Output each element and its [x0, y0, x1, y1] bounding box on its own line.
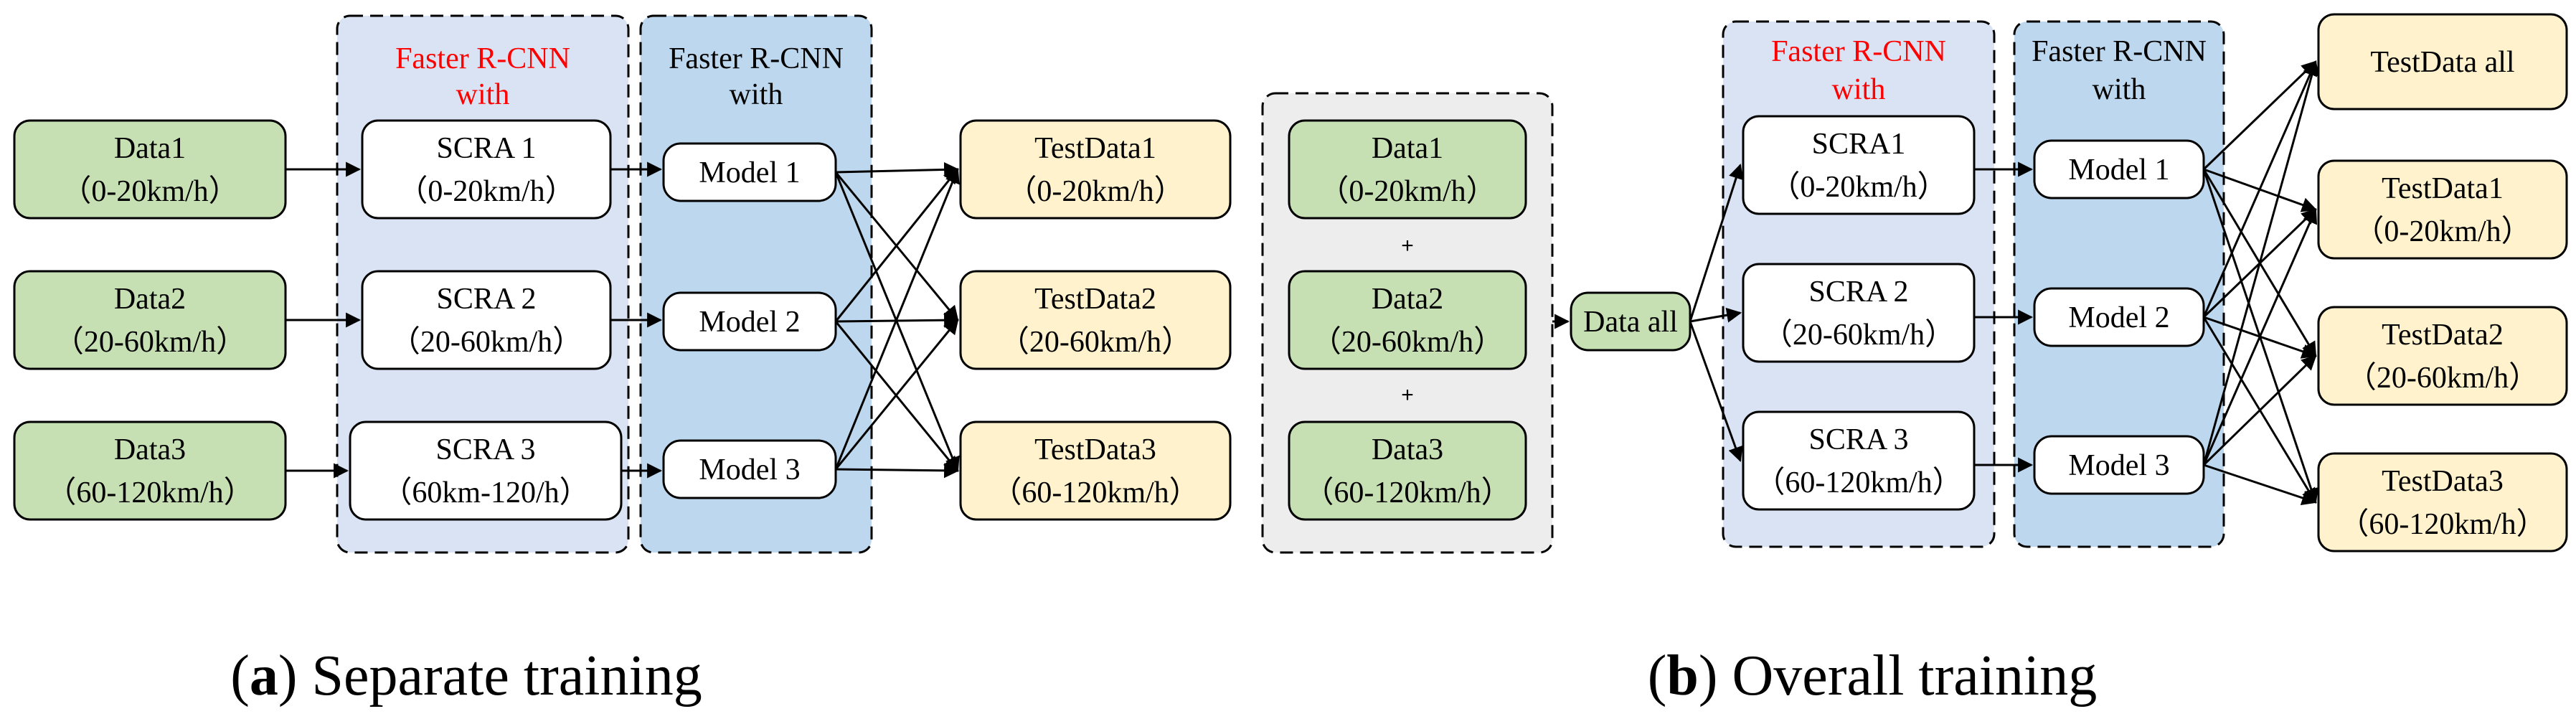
model-header-a-line2: with — [730, 78, 783, 111]
model2-b: Model 2 — [2033, 287, 2205, 347]
test-range: （0-20km/h） — [2354, 215, 2531, 248]
test-name: TestData2 — [2382, 319, 2504, 352]
input-data1-a: Data1 （0-20km/h） — [13, 119, 287, 220]
test-name: TestData1 — [2382, 172, 2504, 205]
data-all-node: Data all — [1570, 291, 1692, 352]
test3-a: TestData3 （60-120km/h） — [959, 420, 1232, 521]
test1-a: TestData1 （0-20km/h） — [959, 119, 1232, 220]
scra-range: （0-20km/h） — [1770, 171, 1947, 204]
test3-b: TestData3 （60-120km/h） — [2317, 452, 2568, 553]
input-name: Data3 — [114, 433, 186, 466]
caption-b: (b) Overall training — [1648, 644, 2098, 707]
scra1-a: SCRA 1 （0-20km/h） — [361, 119, 612, 220]
scra-range: （20-60km/h） — [1763, 319, 1955, 352]
scra3-a: SCRA 3 （60km-120/h） — [349, 420, 623, 521]
scra-range: （0-20km/h） — [397, 175, 575, 208]
merge-data2-b: Data2 （20-60km/h） — [1288, 270, 1527, 370]
panel-b: Data1 （0-20km/h） + Data2 （20-60km/h） + D… — [1261, 13, 2568, 707]
model-label: Model 1 — [699, 156, 800, 189]
test-all-b: TestData all — [2317, 13, 2568, 111]
merge-range: （60-120km/h） — [1303, 476, 1511, 509]
merge-range: （20-60km/h） — [1311, 326, 1504, 359]
caption-a: (a) Separate training — [230, 644, 702, 707]
input-name: Data1 — [114, 132, 186, 165]
scra-name: SCRA 2 — [437, 283, 537, 316]
input-range: （0-20km/h） — [61, 175, 238, 208]
scra-header-b-line1: Faster R-CNN — [1771, 35, 1946, 68]
model3-b: Model 3 — [2033, 435, 2205, 495]
model-label: Model 1 — [2068, 154, 2169, 187]
merge-data3-b: Data3 （60-120km/h） — [1288, 420, 1527, 521]
merge-data1-b: Data1 （0-20km/h） — [1288, 119, 1527, 220]
scra-name: SCRA 3 — [436, 433, 536, 466]
model-header-a-line1: Faster R-CNN — [669, 42, 844, 75]
test1-b: TestData1 （0-20km/h） — [2317, 159, 2568, 260]
test-name: TestData3 — [2382, 465, 2504, 498]
test-name: TestData3 — [1034, 433, 1156, 466]
scra-name: SCRA 1 — [437, 132, 537, 165]
input-range: （20-60km/h） — [54, 326, 246, 359]
merge-range: （0-20km/h） — [1318, 175, 1496, 208]
model1-b: Model 1 — [2033, 139, 2205, 199]
edges-a — [286, 161, 960, 479]
scra3-b: SCRA 3 （60-120km/h） — [1742, 410, 1976, 511]
plus-sign-2: + — [1401, 383, 1414, 407]
scra-name: SCRA1 — [1812, 128, 1906, 161]
scra-range: （60-120km/h） — [1755, 466, 1962, 499]
data-all-label: Data all — [1583, 306, 1678, 339]
scra-header-a-line2: with — [456, 78, 510, 111]
test-name: TestData1 — [1034, 132, 1156, 165]
plus-sign-1: + — [1401, 234, 1414, 258]
merge-name: Data3 — [1372, 433, 1443, 466]
model-header-b-line2: with — [2093, 73, 2146, 106]
model-label: Model 3 — [2068, 449, 2169, 482]
scra2-b: SCRA 2 （20-60km/h） — [1742, 263, 1976, 363]
test-all-label: TestData all — [2370, 46, 2514, 79]
merge-name: Data2 — [1372, 283, 1443, 316]
model-label: Model 2 — [2068, 301, 2169, 334]
test-range: （20-60km/h） — [999, 326, 1192, 359]
scra-range: （60km-120/h） — [382, 476, 589, 509]
scra-name: SCRA 3 — [1809, 423, 1909, 456]
model1-a: Model 1 — [662, 142, 837, 202]
test-range: （0-20km/h） — [1006, 175, 1184, 208]
scra2-a: SCRA 2 （20-60km/h） — [361, 270, 612, 370]
test2-a: TestData2 （20-60km/h） — [959, 270, 1232, 370]
model-label: Model 3 — [699, 453, 800, 486]
model-header-b-line1: Faster R-CNN — [2032, 35, 2207, 68]
test2-b: TestData2 （20-60km/h） — [2317, 306, 2568, 406]
model-label: Model 2 — [699, 306, 800, 339]
input-name: Data2 — [114, 283, 186, 316]
test-name: TestData2 — [1034, 283, 1156, 316]
scra1-b: SCRA1 （0-20km/h） — [1742, 115, 1976, 215]
scra-name: SCRA 2 — [1809, 276, 1909, 309]
test-range: （60-120km/h） — [991, 476, 1199, 509]
input-data3-a: Data3 （60-120km/h） — [13, 420, 287, 521]
test-range: （20-60km/h） — [2346, 362, 2539, 395]
merge-name: Data1 — [1372, 132, 1443, 165]
panel-a: Faster R-CNN with Faster R-CNN with Data… — [13, 14, 1232, 707]
model2-a: Model 2 — [662, 291, 837, 352]
test-range: （60-120km/h） — [2339, 508, 2546, 541]
edges-b — [1552, 60, 2320, 505]
scra-header-b-line2: with — [1832, 73, 1886, 106]
scra-range: （20-60km/h） — [390, 326, 582, 359]
input-data2-a: Data2 （20-60km/h） — [13, 270, 287, 370]
input-range: （60-120km/h） — [46, 476, 253, 509]
scra-header-a-line1: Faster R-CNN — [395, 42, 570, 75]
model3-a: Model 3 — [662, 439, 837, 499]
